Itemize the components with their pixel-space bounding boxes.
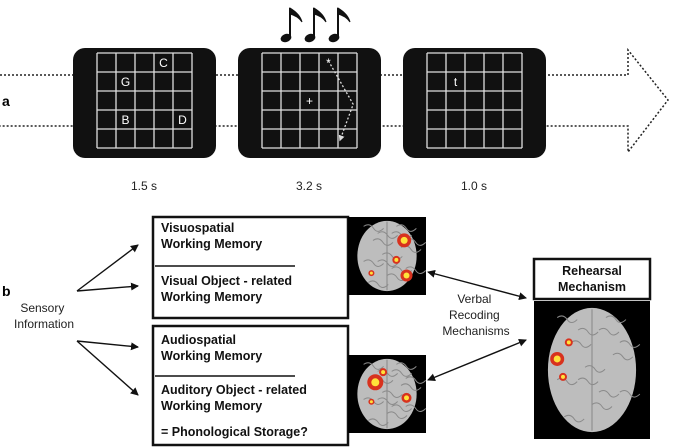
brain-activation-image xyxy=(534,301,650,439)
grid-symbol: G xyxy=(121,75,130,89)
grid-symbol: t xyxy=(454,75,458,89)
music-notes-icon xyxy=(280,7,351,43)
brain-activation-image xyxy=(348,217,427,295)
motion-arrow xyxy=(327,60,354,142)
screen-background xyxy=(403,48,546,158)
stimulus-screen: t xyxy=(403,48,546,158)
sensory-information-label: Sensory Information xyxy=(14,301,74,331)
grid-symbol: * xyxy=(326,56,331,70)
grid-symbol: C xyxy=(159,56,168,70)
panel-a-label: a xyxy=(2,93,10,109)
verbal-recoding-label: Verbal Recoding Mechanisms xyxy=(442,292,509,338)
stimulus-screen: C G B D xyxy=(73,48,216,158)
duration-label: 1.5 s xyxy=(131,179,157,193)
grid-symbol: + xyxy=(306,94,313,108)
grid-symbol: B xyxy=(121,113,129,127)
timeline-arrow xyxy=(0,47,669,155)
svg-text:= Phonological Storage?: = Phonological Storage? xyxy=(161,425,308,439)
brain-activation-image xyxy=(348,355,427,433)
panel-b-label: b xyxy=(2,283,11,299)
recoding-arrows xyxy=(427,269,527,382)
duration-label: 1.0 s xyxy=(461,179,487,193)
sensory-arrows xyxy=(76,244,139,396)
duration-label: 3.2 s xyxy=(296,179,322,193)
screen-background xyxy=(238,48,381,158)
stimulus-screen: +* xyxy=(238,48,381,158)
screen-background xyxy=(73,48,216,158)
grid-symbol: D xyxy=(178,113,187,127)
